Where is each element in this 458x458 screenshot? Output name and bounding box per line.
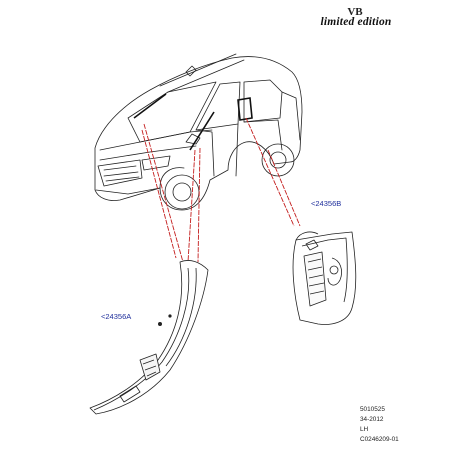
callout-part-b: <24356B — [311, 199, 342, 208]
part-b-pillar-trim — [292, 231, 357, 325]
door-mirror — [185, 133, 201, 145]
side-window-rear — [243, 79, 283, 123]
meta-code: 5010525 — [360, 406, 385, 413]
leader-line-a3 — [197, 147, 201, 263]
rear-wheel — [261, 143, 295, 177]
brand-label: VB — [347, 6, 363, 18]
pillar-a-clip — [157, 321, 162, 326]
roof-rail — [159, 53, 245, 93]
roof-antenna — [185, 65, 197, 77]
pillar-a-lower-bracket — [139, 353, 161, 381]
pillar-a-outline — [89, 260, 209, 415]
headlamp — [141, 155, 171, 171]
pillar-b-grille — [303, 251, 327, 307]
vehicle-drawing — [94, 53, 303, 211]
leader-lines — [141, 117, 301, 263]
leader-line-a1 — [143, 123, 184, 263]
a-pillar-highlight — [133, 93, 167, 119]
leader-line-b2 — [267, 149, 301, 227]
meta-date: 34-2012 — [360, 416, 384, 423]
side-window-front — [195, 81, 241, 131]
meta-reference: C0246209-01 — [360, 436, 399, 443]
front-grille — [97, 159, 143, 187]
edition-subtitle: limited edition — [320, 16, 392, 28]
leader-line-b1 — [245, 117, 295, 227]
hood-outline — [99, 129, 213, 151]
callout-part-a: <24356A — [101, 312, 132, 321]
front-wheel — [164, 174, 200, 210]
vehicle-pillar-highlights — [133, 93, 253, 151]
leader-line-a2 — [187, 149, 196, 263]
meta-side: LH — [360, 426, 369, 433]
a-pillar-inner-highlight — [189, 111, 215, 151]
c-pillar-highlight — [237, 97, 253, 121]
windshield-outline — [127, 81, 217, 143]
leader-line-a4 — [141, 129, 177, 259]
vehicle-body-outline — [94, 56, 303, 211]
pillar-b-lamp — [305, 239, 319, 251]
part-a-pillar-trim — [89, 260, 209, 415]
